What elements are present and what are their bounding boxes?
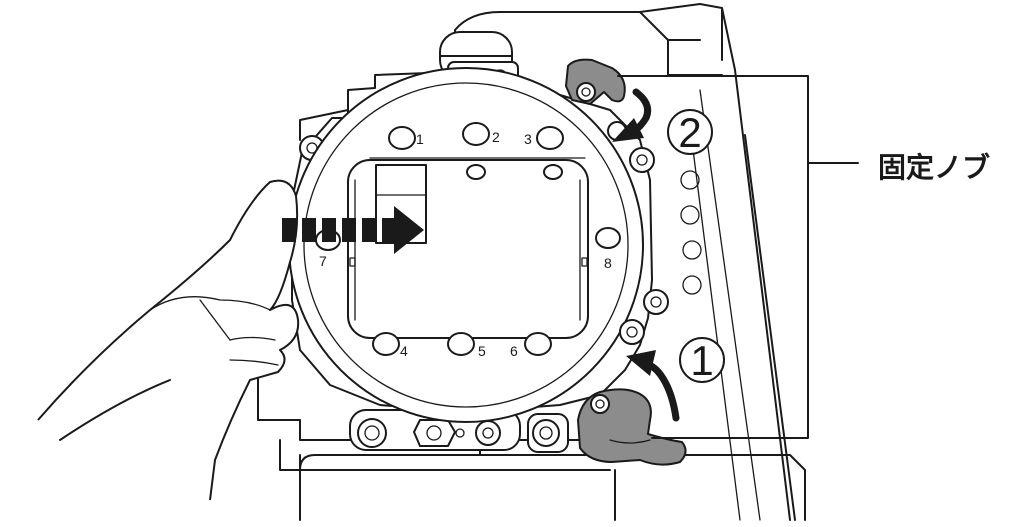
pin-number-6: 6: [510, 343, 518, 359]
top-locking-knob: [565, 58, 626, 105]
step-number-2: 2: [678, 109, 701, 156]
pin-number-3: 3: [524, 131, 532, 147]
rotation-arrow-2: [612, 88, 652, 142]
sensor-opening: [347, 157, 589, 339]
hand-illustration: [37, 179, 300, 501]
pin-number-7: 7: [319, 253, 327, 269]
pin-number-4: 4: [400, 343, 408, 359]
locking-knob-label: 固定ノブ: [878, 151, 991, 184]
step-callout-1: 1: [679, 337, 725, 384]
pin-number-1: 1: [416, 131, 424, 147]
step-number-1: 1: [690, 337, 713, 384]
slide-direction-arrow: [282, 206, 424, 254]
pin-number-8: 8: [604, 255, 612, 271]
bottom-locking-knob: [577, 388, 687, 466]
callout-leader-lines: [617, 75, 859, 439]
pin-number-2: 2: [492, 129, 500, 145]
rotation-arrow-1: [626, 350, 680, 422]
step-callout-2: 2: [667, 109, 713, 156]
pin-number-5: 5: [478, 343, 486, 359]
